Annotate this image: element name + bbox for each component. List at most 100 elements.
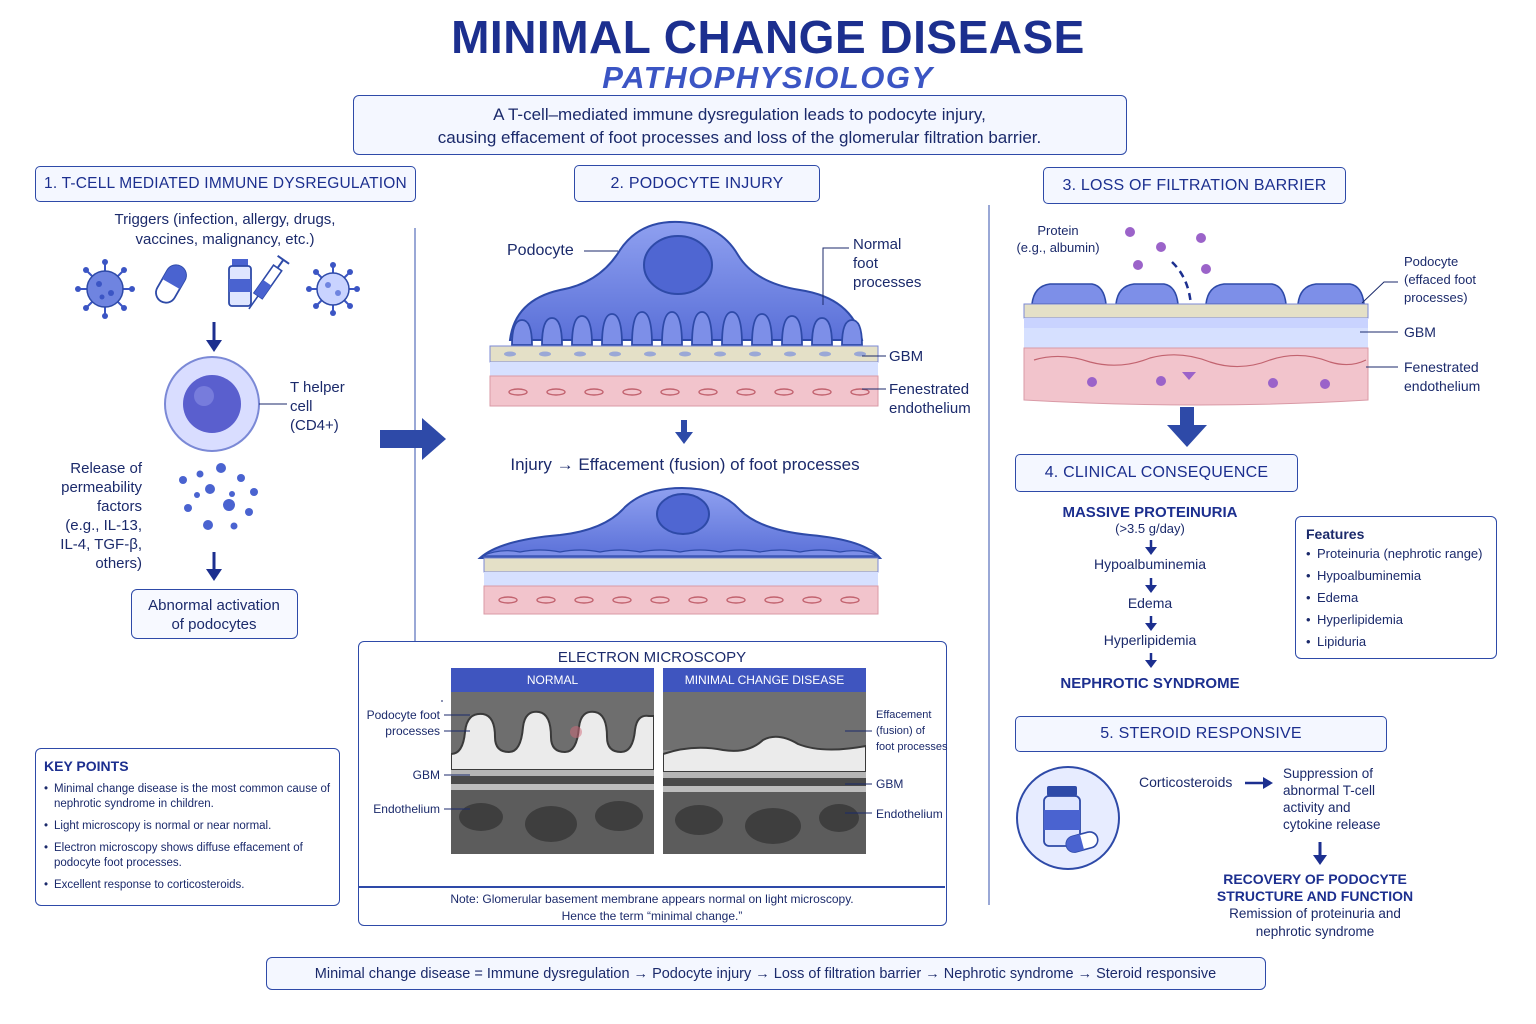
podocyte-effaced-line-1: Podocyte	[1404, 254, 1459, 269]
arrow-right-icon	[1245, 777, 1273, 789]
massive-proteinuria-sub: (>3.5 g/day)	[1115, 521, 1185, 536]
chain-hyperlipidemia: Hyperlipidemia	[1103, 632, 1197, 648]
feature-item: Proteinuria (nephrotic range)	[1306, 546, 1496, 561]
remission-line-1: Remission of proteinuria and	[1229, 906, 1401, 921]
footer-summary-box: Minimal change disease = Immune dysregul…	[266, 957, 1266, 990]
endo-label-3-line-1: Fenestrated	[1404, 359, 1479, 375]
chain-arrows	[1145, 540, 1157, 668]
pill-capsule-icon	[155, 264, 187, 304]
podocyte-effaced-diagram	[477, 486, 883, 615]
protein-label-line-1: Protein	[1037, 223, 1079, 238]
t-helper-cell	[164, 356, 287, 452]
th-label-line-2: cell	[290, 398, 313, 415]
suppression-line-2: abnormal T-cell	[1283, 783, 1376, 798]
feature-item: Lipiduria	[1306, 634, 1496, 649]
key-point-item: Excellent response to corticosteroids.	[44, 878, 334, 893]
features-box: Features Proteinuria (nephrotic range) H…	[1295, 516, 1497, 659]
em-right-endo: Endothelium	[876, 807, 943, 821]
arrow-down-icon-5	[1313, 842, 1327, 865]
gbm-label-2: GBM	[889, 348, 924, 365]
summary-line-1: A T-cell–mediated immune dysregulation l…	[493, 105, 986, 124]
em-right-gbm: GBM	[876, 777, 904, 791]
corticosteroid-pill-icon	[1016, 766, 1120, 870]
release-line-5: IL-4, TGF-β,	[60, 536, 142, 553]
permeability-factor-dots	[179, 463, 258, 530]
filtration-barrier-diagram	[1023, 227, 1398, 406]
footer-summary: Minimal change disease = Immune dysregul…	[314, 966, 1217, 982]
normal-fp-line-3: processes	[853, 274, 922, 291]
key-points-title: KEY POINTS	[44, 758, 129, 774]
virus-icon	[75, 259, 135, 319]
feature-item: Hypoalbuminemia	[1306, 568, 1496, 583]
th-label-line-3: (CD4+)	[290, 417, 339, 434]
suppression-line-4: cytokine release	[1283, 817, 1381, 832]
release-line-4: (e.g., IL-13,	[65, 517, 142, 534]
protein-label-line-2: (e.g., albumin)	[1016, 240, 1100, 255]
triggers-line-1: Triggers (infection, allergy, drugs,	[114, 211, 336, 228]
key-point-item: Electron microscopy shows diffuse efface…	[44, 841, 334, 871]
key-points-box: KEY POINTS Minimal change disease is the…	[35, 748, 340, 906]
protein-dots	[1125, 227, 1211, 274]
release-line-2: permeability	[61, 479, 142, 496]
abnormal-activation-box: Abnormal activation of podocytes	[131, 589, 298, 639]
endo-label-2-line-2: endothelium	[889, 400, 971, 417]
normal-fp-line-2: foot	[853, 255, 879, 272]
activation-line-2: of podocytes	[171, 616, 257, 633]
arrow-down-icon	[206, 322, 222, 352]
release-line-6: others)	[95, 555, 142, 572]
em-note-divider	[359, 886, 945, 888]
em-note-line-2: Hence the term “minimal change.”	[561, 909, 743, 923]
th-label-line-1: T helper	[290, 379, 345, 396]
release-line-1: Release of	[70, 460, 142, 477]
triggers-line-2: vaccines, malignancy, etc.)	[135, 231, 315, 248]
em-normal-header: NORMAL	[451, 668, 654, 692]
divider-right	[988, 205, 990, 905]
podocyte-normal-diagram	[489, 220, 886, 407]
summary-box: A T-cell–mediated immune dysregulation l…	[353, 95, 1127, 155]
feature-item: Hyperlipidemia	[1306, 612, 1496, 627]
page-subtitle: PATHOPHYSIOLOGY	[602, 60, 934, 95]
em-mcd-image	[663, 692, 866, 854]
summary-line-2: causing effacement of foot processes and…	[437, 128, 1042, 147]
suppression-line-3: activity and	[1283, 800, 1351, 815]
syringe-icon	[248, 254, 290, 310]
em-left-endo: Endothelium	[373, 802, 440, 816]
chain-hypoalbuminemia: Hypoalbuminemia	[1093, 556, 1207, 572]
em-left-fp-line-1: Podocyte foot	[366, 708, 440, 722]
activation-line-1: Abnormal activation	[148, 597, 280, 614]
podocyte-label: Podocyte	[507, 242, 574, 259]
gbm-label-3: GBM	[1404, 324, 1436, 340]
suppression-line-1: Suppression of	[1283, 766, 1374, 781]
features-list: Proteinuria (nephrotic range) Hypoalbumi…	[1306, 546, 1496, 656]
virus-icon-2	[306, 262, 360, 316]
em-mcd-header: MINIMAL CHANGE DISEASE	[663, 668, 866, 692]
section-4-title: 4. CLINICAL CONSEQUENCE	[1015, 454, 1298, 492]
big-arrow-right-icon	[380, 418, 446, 460]
podocyte-effaced-line-2: (effaced foot	[1404, 272, 1477, 287]
corticosteroids-label: Corticosteroids	[1139, 774, 1233, 790]
recovery-line-2: STRUCTURE AND FUNCTION	[1216, 888, 1414, 904]
em-title: ELECTRON MICROSCOPY	[557, 649, 747, 666]
vial-icon	[228, 259, 252, 307]
page-title: MINIMAL CHANGE DISEASE	[451, 11, 1085, 63]
em-right-eff-line-2: (fusion) of	[876, 725, 925, 737]
key-point-item: Light microscopy is normal or near norma…	[44, 819, 334, 834]
recovery-line-1: RECOVERY OF PODOCYTE	[1223, 871, 1407, 887]
em-right-eff-line-3: foot processes	[876, 741, 948, 753]
injury-text: Injury → Effacement (fusion) of foot pro…	[510, 455, 860, 474]
features-title: Features	[1306, 526, 1365, 542]
normal-fp-line-1: Normal	[853, 236, 902, 253]
section-2-title: 2. PODOCYTE INJURY	[574, 165, 820, 202]
key-point-item: Minimal change disease is the most commo…	[44, 782, 334, 812]
arrow-down-icon-4	[1167, 407, 1207, 447]
section-1-title: 1. T-CELL MEDIATED IMMUNE DYSREGULATION	[35, 166, 416, 202]
em-right-eff-line-1: Effacement	[876, 709, 932, 721]
endo-label-3-line-2: endothelium	[1404, 378, 1481, 394]
podocyte-effaced-line-3: processes)	[1404, 290, 1468, 305]
em-leader-lines	[441, 700, 872, 814]
chain-edema: Edema	[1127, 595, 1173, 611]
em-note-line-1: Note: Glomerular basement membrane appea…	[450, 892, 854, 906]
em-normal-image	[451, 692, 654, 854]
section-1-graphics	[75, 254, 360, 581]
nephrotic-syndrome: NEPHROTIC SYNDROME	[1060, 675, 1240, 692]
